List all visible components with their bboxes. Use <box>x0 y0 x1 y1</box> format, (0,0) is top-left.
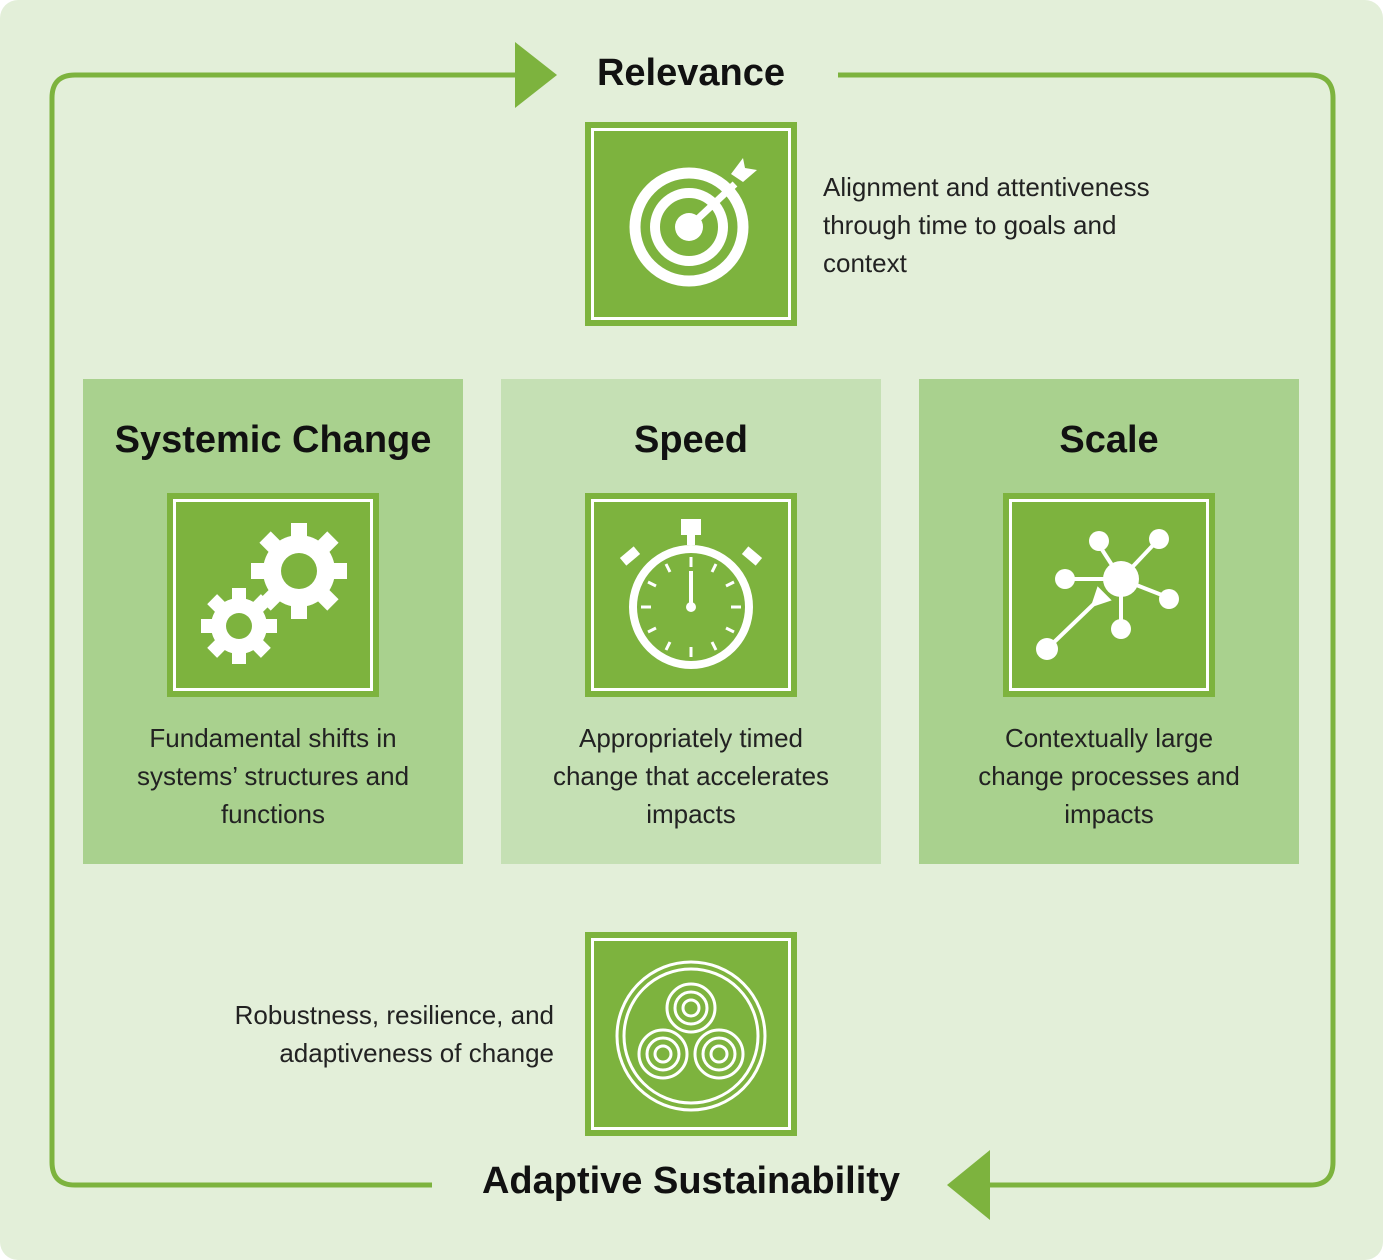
target-icon <box>585 122 797 326</box>
panel-description-line: impacts <box>646 799 736 829</box>
arrowhead-left <box>947 1150 990 1220</box>
sustainability-description-line: Robustness, resilience, and <box>234 1000 554 1030</box>
sustainability-title: Adaptive Sustainability <box>481 1160 901 1202</box>
network-icon <box>1003 493 1215 697</box>
panel-speed: Speed <box>501 379 881 864</box>
sustainability-description-line: adaptiveness of change <box>279 1038 554 1068</box>
panel-description-line: functions <box>220 799 326 829</box>
relevance-description-line: context <box>823 248 907 278</box>
relevance-description: Alignment and attentiveness through time… <box>823 168 1243 282</box>
panel-description-line: impacts <box>1064 799 1154 829</box>
panel-systemic-change: Systemic Change <box>83 379 463 864</box>
sustainability-description: Robustness, resilience, and adaptiveness… <box>140 996 554 1072</box>
panel-title: Scale <box>1059 419 1159 461</box>
panel-scale: Scale <box>919 379 1299 864</box>
panel-description-line: change processes and <box>978 761 1240 791</box>
panel-description-line: systems’ structures and <box>136 761 410 791</box>
panel-description: Fundamental shifts in systems’ structure… <box>93 719 453 833</box>
panel-description-line: Contextually large <box>1004 723 1214 753</box>
panel-description-line: change that accelerates <box>552 761 830 791</box>
panel-description-line: Fundamental shifts in <box>149 723 397 753</box>
gears-icon <box>167 493 379 697</box>
triple-spiral-icon <box>585 932 797 1136</box>
panel-description: Appropriately timed change that accelera… <box>511 719 871 833</box>
panel-title: Systemic Change <box>114 419 432 461</box>
panel-description-line: Appropriately timed <box>579 723 803 753</box>
relevance-description-line: through time to goals and <box>823 210 1117 240</box>
arrowhead-right <box>515 42 557 108</box>
panel-description: Contextually large change processes and … <box>929 719 1289 833</box>
relevance-title: Relevance <box>596 52 785 94</box>
stopwatch-icon <box>585 493 797 697</box>
panel-title: Speed <box>633 419 749 461</box>
relevance-description-line: Alignment and attentiveness <box>823 172 1150 202</box>
